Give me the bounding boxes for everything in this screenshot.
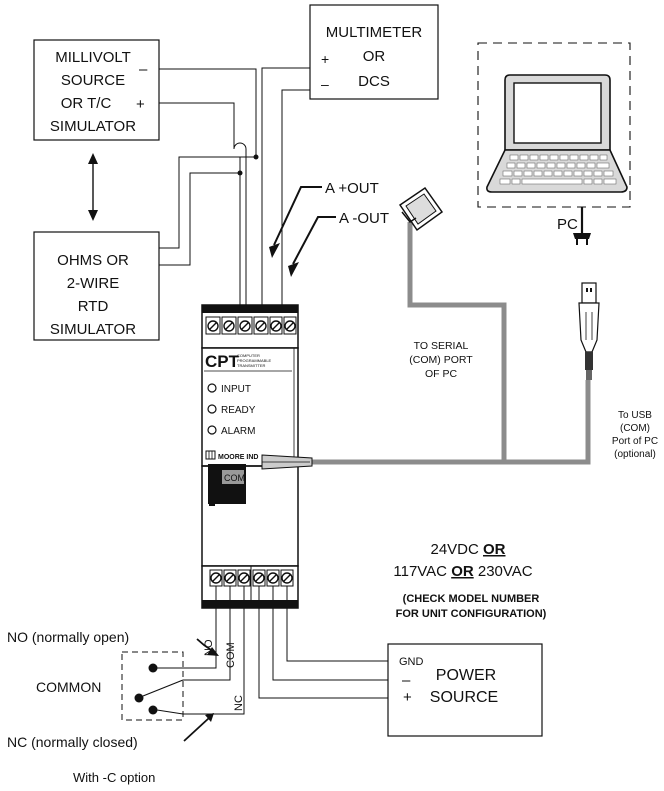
relay-nc-label: NC (normally closed): [7, 734, 138, 750]
com-port-label: COM: [224, 473, 245, 483]
power-line1: POWER: [436, 667, 496, 684]
usb-line1: To USB: [618, 410, 652, 421]
multimeter-box: MULTIMETER OR DCS + –: [309, 4, 439, 100]
input-terminals: [205, 316, 297, 335]
led-input-label: INPUT: [221, 384, 251, 395]
led-ready-label: READY: [221, 405, 256, 416]
power-spec-230vac: 230VAC: [474, 563, 533, 580]
multimeter-plus: +: [321, 51, 329, 67]
power-spec: 24VDC OR 117VAC OR 230VAC (CHECK MODEL N…: [393, 541, 546, 620]
usb-line3: Port of PC: [612, 436, 658, 447]
output-terminals: [209, 569, 294, 587]
pc-box: PC: [477, 42, 631, 245]
output-plus-label: A +OUT: [325, 180, 379, 197]
power-minus-label: –: [402, 672, 411, 689]
relay-common-label: COMMON: [36, 679, 101, 695]
serial-label: TO SERIAL (COM) PORT OF PC: [409, 340, 473, 380]
usb-line2: (COM): [620, 423, 650, 434]
power-source-box: GND – + POWER SOURCE: [387, 643, 543, 737]
input-led-icon: [207, 383, 217, 393]
device-brand: CPT: [205, 352, 240, 371]
millivolt-minus: –: [139, 61, 148, 78]
relay-wires: [183, 586, 245, 715]
manufacturer-logo-icon: [205, 450, 216, 460]
millivolt-line1: MILLIVOLT: [55, 49, 131, 66]
alarm-led-icon: [207, 425, 217, 435]
ohms-line1: OHMS OR: [57, 252, 129, 269]
millivolt-line2: SOURCE: [61, 72, 125, 89]
output-pointers: A +OUT A -OUT: [269, 180, 389, 277]
millivolt-line3: OR T/C: [61, 95, 112, 112]
serial-connector-icon: [398, 186, 444, 232]
ohms-line3: RTD: [78, 298, 109, 315]
power-spec-or2: OR: [451, 563, 474, 580]
power-plus-label: +: [403, 689, 412, 706]
device-brand-sub3: TRANSMITTER: [237, 363, 266, 368]
power-spec-line2: 117VAC OR 230VAC: [393, 563, 532, 580]
power-spec-note1: (CHECK MODEL NUMBER: [403, 593, 540, 605]
device-brand-sub2: PROGRAMMABLE: [237, 358, 272, 363]
relay-pointers: [183, 638, 219, 742]
relay-wire-com: COM: [225, 642, 237, 668]
double-arrow-icon: [88, 153, 98, 221]
power-plug-icon: [573, 207, 591, 245]
power-spec-line1: 24VDC OR: [430, 541, 505, 558]
millivolt-plus: +: [136, 96, 145, 113]
power-spec-117vac: 117VAC: [393, 563, 451, 580]
output-minus-label: A -OUT: [339, 210, 389, 227]
ohms-line2: 2-WIRE: [67, 275, 120, 292]
usb-connector-icon: [578, 282, 600, 380]
power-spec-or1: OR: [483, 541, 506, 558]
usb-line4: (optional): [614, 449, 656, 460]
millivolt-source-box: MILLIVOLT SOURCE OR T/C SIMULATOR – +: [33, 39, 160, 141]
serial-line1: TO SERIAL: [414, 340, 469, 352]
multimeter-line2: OR: [363, 48, 386, 65]
ohms-line4: SIMULATOR: [50, 321, 136, 338]
usb-label: To USB (COM) Port of PC (optional): [612, 410, 658, 460]
relay-contacts-box: [121, 651, 184, 721]
serial-line3: OF PC: [425, 368, 458, 380]
manufacturer-label: MOORE IND: [218, 454, 258, 461]
power-spec-note2: FOR UNIT CONFIGURATION): [396, 608, 547, 620]
millivolt-line4: SIMULATOR: [50, 118, 136, 135]
power-gnd-label: GND: [399, 656, 424, 668]
cpt-transmitter: CPT COMPUTER PROGRAMMABLE TRANSMITTER IN…: [201, 304, 313, 609]
junction-dot: [253, 154, 259, 160]
serial-line2: (COM) PORT: [409, 354, 473, 366]
relay-wire-nc: NC: [233, 695, 245, 711]
multimeter-minus: –: [321, 76, 329, 92]
device-brand-sub1: COMPUTER: [237, 353, 260, 358]
power-wires: [258, 586, 388, 699]
relay-no-label: NO (normally open): [7, 629, 129, 645]
ready-led-icon: [207, 404, 217, 414]
signal-wires: [159, 67, 310, 306]
pc-label: PC: [557, 216, 578, 233]
junction-dot: [237, 170, 243, 176]
multimeter-line1: MULTIMETER: [326, 24, 423, 41]
relay-option-label: With -C option: [73, 770, 155, 785]
power-spec-24vdc: 24VDC: [430, 541, 483, 558]
com-cables: [312, 222, 591, 465]
multimeter-line3: DCS: [358, 73, 390, 90]
laptop-icon: [486, 74, 628, 193]
power-line2: SOURCE: [430, 689, 498, 706]
led-alarm-label: ALARM: [221, 426, 255, 437]
ohms-simulator-box: OHMS OR 2-WIRE RTD SIMULATOR: [33, 231, 160, 341]
